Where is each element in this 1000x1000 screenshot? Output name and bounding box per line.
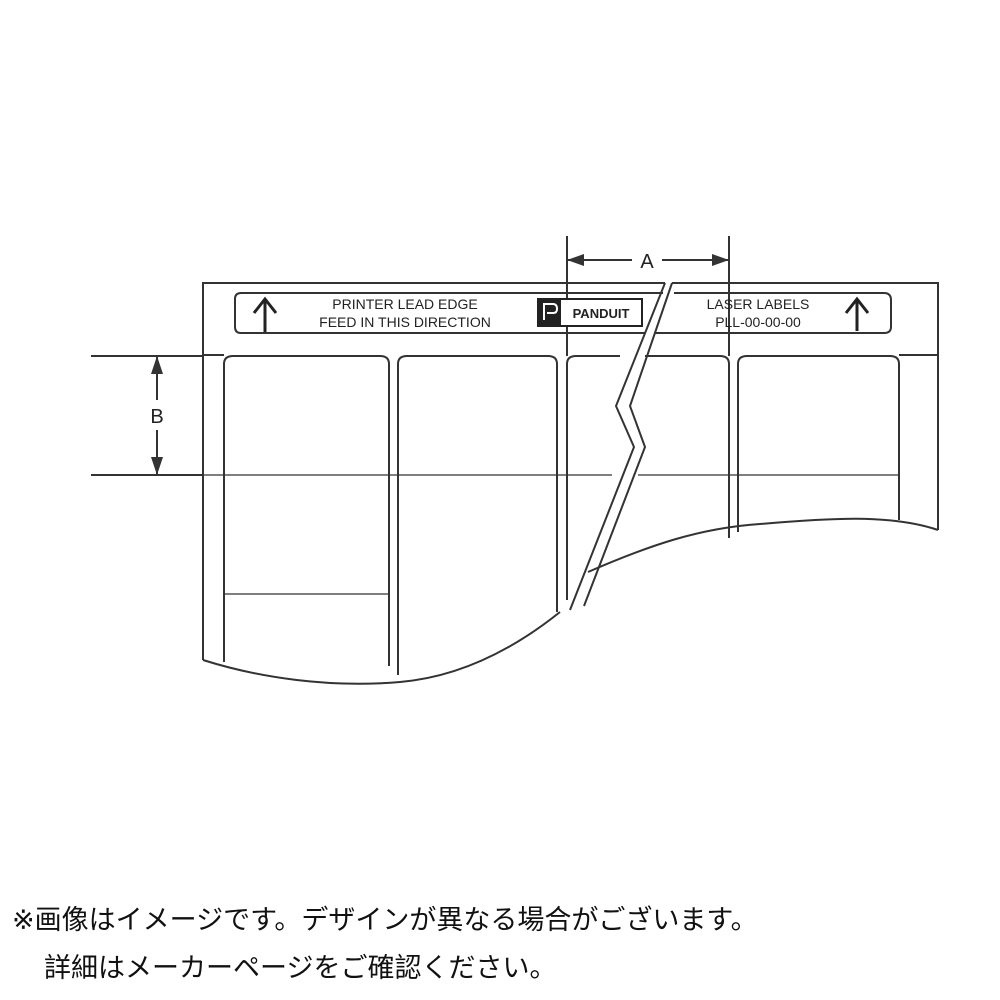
header-strip-left [241, 292, 663, 334]
dimension-a-line [566, 236, 730, 356]
header-left-line2: FEED IN THIS DIRECTION [319, 314, 491, 330]
label-column-3-right [645, 355, 730, 538]
header-left-line1: PRINTER LEAD EDGE [332, 296, 477, 312]
break-line-2 [583, 282, 673, 607]
panduit-logo: PANDUIT [537, 298, 643, 327]
image-disclaimer-note: ※画像はイメージです。デザインが異なる場合がございます。 [12, 905, 758, 936]
maker-page-note: 詳細はメーカーページをご確認ください。 [44, 953, 557, 984]
dim-b-bottom-arrowhead [151, 457, 163, 475]
sheet-outline-left [202, 282, 665, 660]
header-right-line2: PLL-00-00-00 [715, 314, 801, 330]
dim-a-left-arrowhead [567, 254, 584, 266]
label-column-2 [397, 355, 558, 675]
sheet-outline-right [672, 282, 939, 530]
label-column-1 [223, 355, 390, 666]
up-arrow-icon [252, 296, 278, 332]
label-column-4 [737, 355, 900, 532]
header-strip-right [655, 292, 892, 334]
dim-a-right-arrowhead [712, 254, 729, 266]
dimension-b-label: B [150, 406, 163, 428]
break-line-1 [569, 282, 666, 611]
sheet-wave-right [587, 517, 939, 573]
label-column-3 [566, 355, 620, 600]
logo-text: PANDUIT [573, 306, 630, 321]
dim-b-top-arrowhead [151, 356, 163, 374]
dimension-a-label: A [640, 251, 654, 273]
header-right-line1: LASER LABELS [707, 296, 810, 312]
dimension-b-line [91, 355, 204, 476]
up-arrow-icon [844, 296, 870, 331]
sheet-wave-left [202, 611, 561, 685]
